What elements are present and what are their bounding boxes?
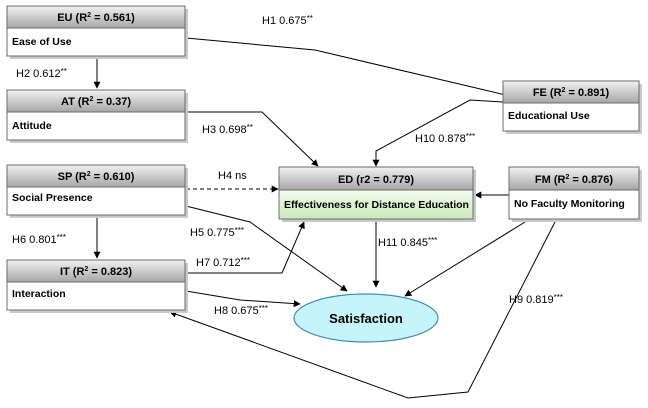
label-h9: H9 0.819*** (509, 293, 563, 306)
label-h2: H2 0.612** (16, 67, 67, 80)
label-h1: H1 0.675** (262, 14, 313, 27)
node-eu-header: EU (R2 = 0.561) (57, 12, 135, 24)
label-h5: H5 0.775*** (190, 226, 244, 239)
edge-h10 (372, 99, 504, 167)
node-eu-label: Ease of Use (12, 36, 72, 48)
edge-h5 (185, 205, 348, 292)
satisfaction-label: Satisfaction (329, 311, 403, 326)
label-h11: H11 0.845*** (378, 236, 437, 249)
node-fe: FE (R2 = 0.891) Educational Use (502, 80, 642, 134)
node-at: AT (R2 = 0.37) Attitude (6, 89, 188, 143)
node-it-header: IT (R2 = 0.823) (60, 266, 132, 278)
node-satisfaction: Satisfaction (293, 293, 439, 343)
label-h10: H10 0.878*** (415, 132, 475, 145)
label-h4: H4 ns (218, 170, 247, 182)
edge-h7 (186, 221, 305, 274)
node-fm-label: No Faculty Monitoring (514, 198, 625, 210)
label-h3: H3 0.698** (202, 123, 253, 136)
node-it-label: Interaction (12, 288, 66, 300)
node-ed: ED (r2 = 0.779) Effectiveness for Distan… (278, 166, 476, 222)
edge-fm-sat (404, 221, 526, 297)
node-sp-header: SP (R2 = 0.610) (58, 171, 135, 183)
node-fe-label: Educational Use (508, 110, 590, 122)
node-ed-header: ED (r2 = 0.779) (338, 174, 414, 186)
label-h6: H6 0.801*** (12, 233, 66, 246)
node-fm-header: FM (R2 = 0.876) (535, 174, 614, 186)
node-eu: EU (R2 = 0.561) Ease of Use (6, 5, 188, 59)
node-it: IT (R2 = 0.823) Interaction (6, 259, 188, 313)
node-at-header: AT (R2 = 0.37) (61, 96, 131, 108)
node-fm: FM (R2 = 0.876) No Faculty Monitoring (508, 166, 642, 222)
label-h8: H8 0.675*** (214, 304, 268, 317)
node-ed-label: Effectiveness for Distance Education (284, 199, 469, 211)
edge-h1 (185, 37, 511, 98)
node-fe-header: FE (R2 = 0.891) (533, 87, 610, 99)
edges (93, 37, 556, 399)
node-at-label: Attitude (12, 120, 52, 132)
node-sp-label: Social Presence (12, 192, 93, 204)
label-h7: H7 0.712*** (196, 256, 250, 269)
edge-h8 (185, 290, 301, 308)
node-sp: SP (R2 = 0.610) Social Presence (6, 164, 188, 218)
hypothesis-labels: H1 0.675** H2 0.612** H3 0.698** H10 0.8… (12, 14, 563, 317)
edge-h9 (169, 221, 556, 399)
edge-h3 (186, 111, 319, 167)
